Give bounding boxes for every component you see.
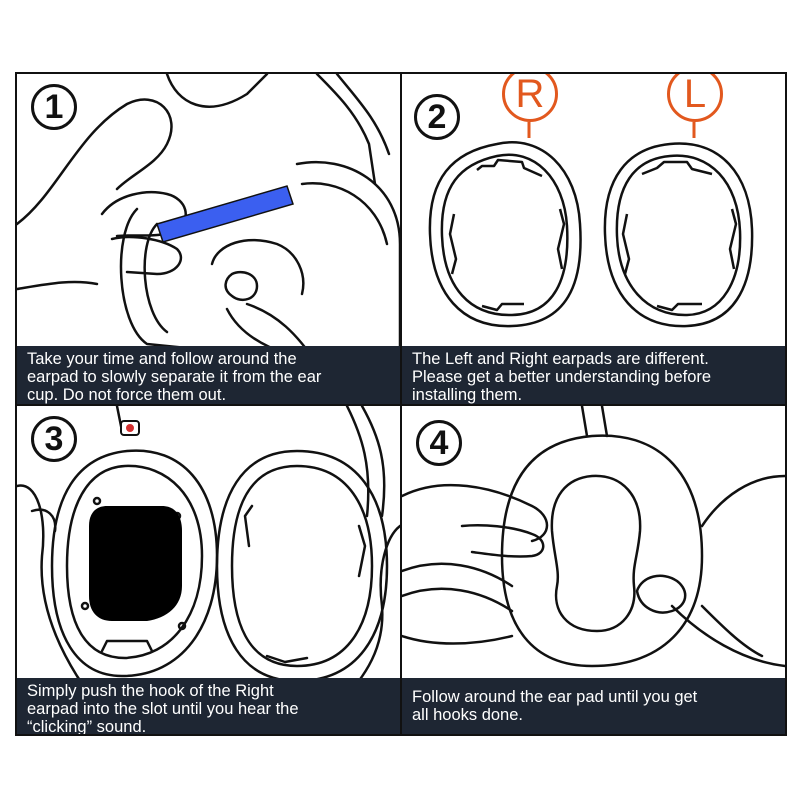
step-3-panel: 3 Simply push the hook of the Right earp…: [17, 406, 402, 734]
step-3-illustration: [17, 406, 400, 708]
step-4-caption: Follow around the ear pad until you get …: [402, 678, 785, 734]
ear-cup: [50, 449, 219, 678]
step-1-caption: Take your time and follow around the ear…: [17, 346, 400, 404]
step-2-panel: 2 R L The Left and Right earpads are dif…: [402, 74, 785, 406]
left-side-label: L: [667, 74, 723, 122]
caption-line: installing them.: [412, 386, 523, 404]
step-4-illustration: [402, 406, 785, 668]
earpad-frame: [215, 449, 389, 683]
step-1-panel: 1 Take your time and follow around the e…: [17, 74, 402, 406]
ear-pad: [500, 434, 704, 668]
instruction-grid: 1 Take your time and follow around the e…: [15, 72, 787, 736]
step-number-badge: 3: [31, 416, 77, 462]
step-number-badge: 4: [416, 420, 462, 466]
right-earpad-frame: [428, 141, 582, 328]
caption-line: Please get a better understanding before: [412, 368, 712, 386]
step-2-caption: The Left and Right earpads are different…: [402, 346, 785, 404]
left-earpad-frame: [603, 142, 754, 328]
caption-line: earpad to slowly separate it from the ea…: [27, 368, 322, 386]
step-3-caption: Simply push the hook of the Right earpad…: [17, 678, 400, 734]
driver-opening: [89, 506, 182, 621]
caption-line: all hooks done.: [412, 706, 523, 724]
step-4-panel: 4 Follow around the ear pad until you ge…: [402, 406, 785, 734]
step-number-badge: 2: [414, 94, 460, 140]
step-number-badge: 1: [31, 84, 77, 130]
caption-line: The Left and Right earpads are different…: [412, 350, 709, 368]
caption-line: “clicking” sound.: [27, 718, 147, 734]
caption-line: Take your time and follow around the: [27, 350, 297, 368]
blue-pry-tool: [156, 185, 294, 243]
caption-line: cup. Do not force them out.: [27, 386, 227, 404]
right-side-label: R: [502, 74, 558, 122]
caption-line: Simply push the hook of the Right: [27, 682, 274, 700]
step-2-illustration: [428, 122, 754, 328]
red-indicator-dot: [126, 424, 134, 432]
caption-line: earpad into the slot until you hear the: [27, 700, 299, 718]
caption-line: Follow around the ear pad until you get: [412, 688, 698, 706]
